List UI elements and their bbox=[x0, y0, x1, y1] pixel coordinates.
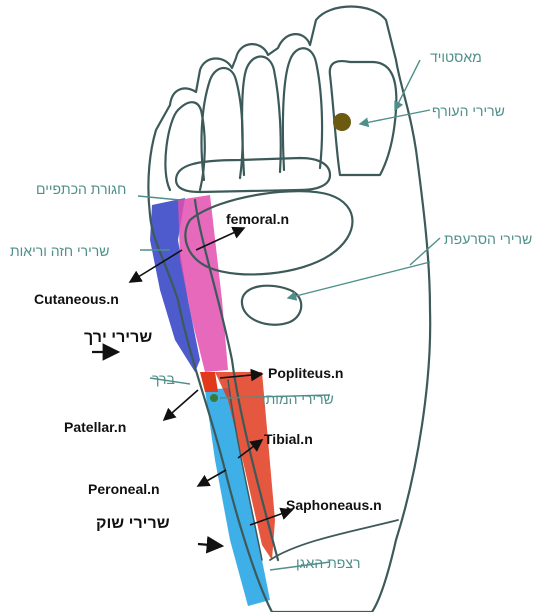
toe-2 bbox=[202, 68, 243, 180]
shoulder-bar bbox=[176, 158, 330, 192]
heel-curve bbox=[270, 520, 398, 560]
toe-1 bbox=[165, 102, 204, 190]
label-cutaneous: Cutaneous.n bbox=[34, 292, 119, 306]
label-patellar: Patellar.n bbox=[64, 420, 126, 434]
toe-3 bbox=[242, 57, 281, 176]
label-tibial: Tibial.n bbox=[264, 432, 313, 446]
label-saphoneaus: Saphoneaus.n bbox=[286, 498, 382, 512]
knee-dot bbox=[210, 394, 218, 402]
label-peroneal: Peroneal.n bbox=[88, 482, 160, 496]
label-neck-nerves: שרירי העורף bbox=[432, 104, 505, 118]
toe-4 bbox=[283, 48, 322, 170]
label-knee: ברך bbox=[152, 372, 175, 386]
label-femoral: femoral.n bbox=[226, 212, 289, 226]
label-lumbar-nerves: שרירי המותן bbox=[262, 392, 334, 406]
label-shin-nerves: שרירי שוק bbox=[96, 516, 170, 532]
label-shoulder-girdle: חגורת הכתפיים bbox=[36, 182, 126, 196]
label-thigh-nerves: שרירי ירך bbox=[84, 330, 152, 346]
label-mastoid: מאסטויד bbox=[430, 50, 482, 64]
label-diaphragm: שרירי הסרעפת bbox=[444, 232, 532, 246]
label-chest-lungs: שרירי חזה וריאות bbox=[10, 244, 109, 258]
mastoid-dot bbox=[333, 113, 351, 131]
diaphragm-oval bbox=[242, 286, 301, 325]
label-popliteus: Popliteus.n bbox=[268, 366, 343, 380]
label-pelvic-floor: רצפת האגן bbox=[296, 556, 360, 570]
